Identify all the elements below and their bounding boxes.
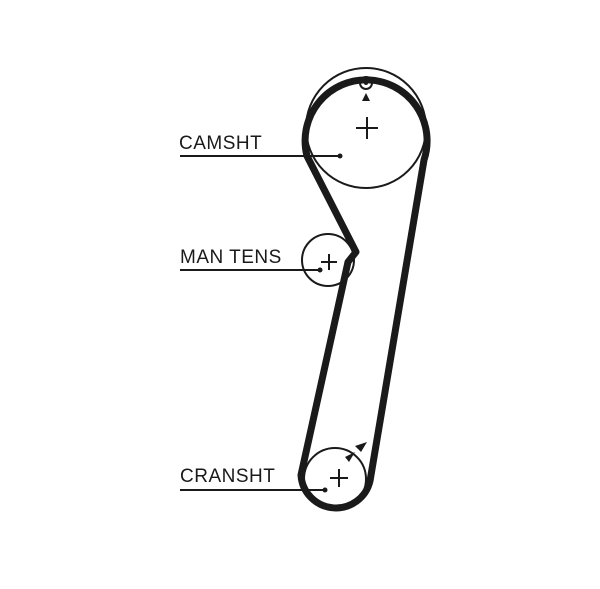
- tensioner-center-icon: [321, 254, 337, 270]
- camshaft-center-icon: [356, 117, 378, 139]
- camshaft-leader-dot: [337, 153, 343, 159]
- tensioner-leader-dot: [317, 267, 323, 273]
- crankshaft-timing-arrow-icon: [345, 442, 367, 462]
- crankshaft-label: CRANSHT: [180, 466, 276, 487]
- crankshaft-center-icon: [330, 469, 348, 487]
- tensioner-label: MAN TENS: [180, 247, 282, 268]
- camshaft-timing-mark-icon: [359, 76, 373, 101]
- crankshaft-leader-dot: [322, 487, 328, 493]
- timing-belt: [297, 76, 431, 512]
- camshaft-label: CAMSHT: [179, 133, 263, 154]
